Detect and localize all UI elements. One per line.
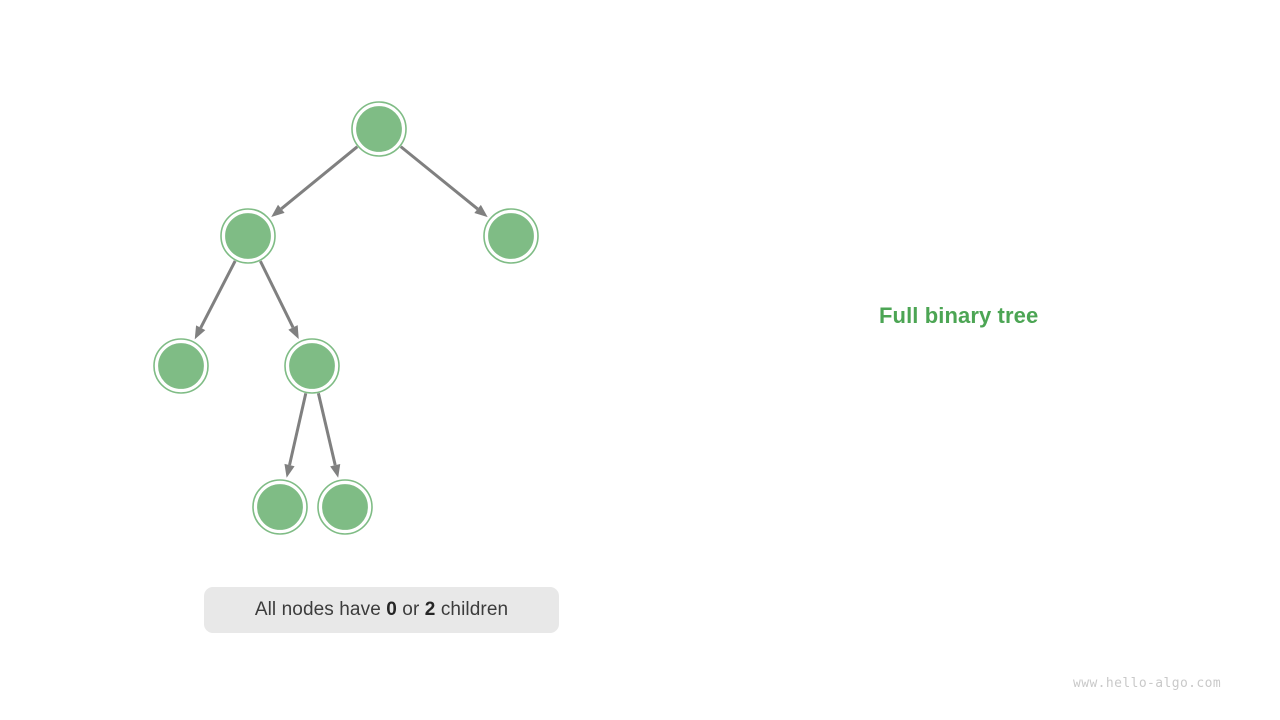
tree-edge-arrowhead — [474, 204, 488, 218]
tree-node-body — [319, 481, 371, 533]
tree-node-ring — [153, 338, 209, 394]
watermark: www.hello-algo.com — [1073, 676, 1222, 691]
caption-text: All nodes have 0 or 2 children — [255, 599, 508, 621]
tree-edge-arrowhead — [271, 204, 285, 218]
tree-node[interactable] — [153, 338, 209, 394]
tree-node-ring — [483, 208, 539, 264]
caption-count-two: 2 — [424, 599, 436, 620]
tree-node[interactable] — [284, 338, 340, 394]
diagram-title: Full binary tree — [879, 303, 1039, 328]
caption-count-zero: 0 — [386, 599, 397, 620]
tree-node-body — [286, 340, 338, 392]
tree-node-body — [353, 103, 405, 155]
tree-node-body — [155, 340, 207, 392]
tree-node-ring — [351, 101, 407, 157]
caption-suffix: children — [435, 599, 509, 620]
caption-prefix: All nodes have — [254, 599, 387, 620]
caption-box: All nodes have 0 or 2 children — [204, 587, 559, 633]
tree-node-ring — [220, 208, 276, 264]
tree-node-body — [485, 210, 537, 262]
tree-node-body — [222, 210, 274, 262]
tree-edge-arrowhead — [288, 325, 299, 340]
tree-node-ring — [252, 479, 308, 535]
tree-node[interactable] — [252, 479, 308, 535]
tree-edge — [288, 392, 308, 466]
tree-node-ring — [317, 479, 373, 535]
tree-edge — [199, 260, 237, 329]
tree-edges-layer — [194, 145, 488, 478]
tree-edge-arrowhead — [330, 463, 341, 478]
caption-middle: or — [396, 599, 425, 620]
tree-edge — [399, 145, 479, 211]
tree-nodes-layer — [153, 101, 539, 535]
tree-node[interactable] — [483, 208, 539, 264]
tree-node-ring — [284, 338, 340, 394]
tree-node-body — [254, 481, 306, 533]
tree-edge — [280, 145, 359, 210]
tree-edge — [316, 392, 337, 466]
tree-node[interactable] — [351, 101, 407, 157]
tree-node[interactable] — [317, 479, 373, 535]
tree-node[interactable] — [220, 208, 276, 264]
tree-edge-arrowhead — [194, 325, 206, 340]
tree-edge-arrowhead — [284, 463, 295, 478]
tree-edge — [259, 260, 295, 329]
